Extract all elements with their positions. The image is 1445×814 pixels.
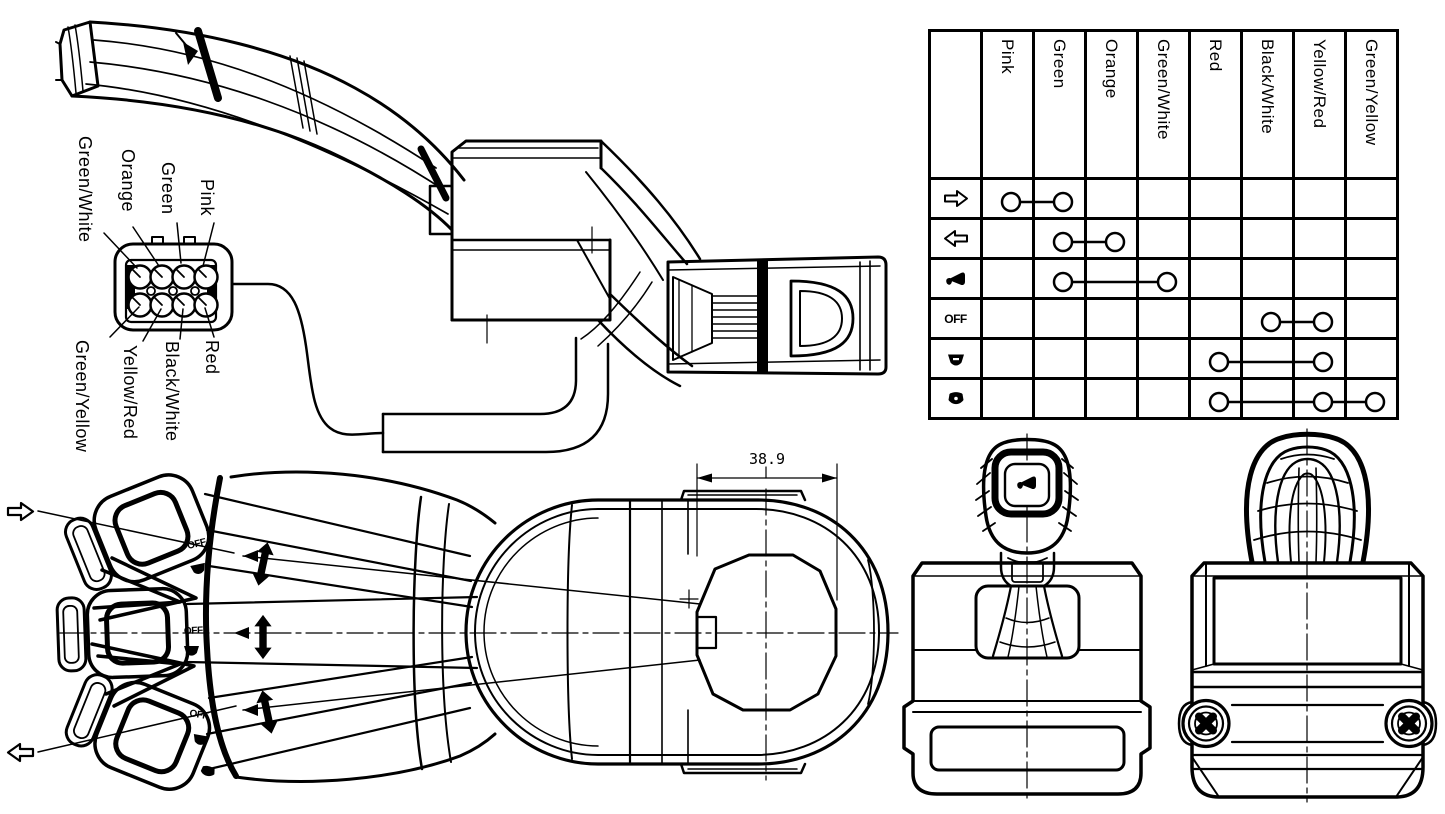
handlebar-clamp-hole bbox=[695, 553, 838, 712]
switch-rear-view bbox=[1177, 428, 1438, 803]
column-header-orange: Orange bbox=[1087, 32, 1139, 180]
column-header-red: Red bbox=[1191, 32, 1243, 180]
connector-pins bbox=[127, 264, 219, 318]
lever-knob-up-position bbox=[64, 473, 211, 591]
connector-diagram bbox=[103, 222, 234, 342]
wire-label-black-white: Black/White bbox=[162, 341, 182, 442]
wire-label-yellow-red: Yellow/Red bbox=[120, 345, 140, 440]
row-icon-cell bbox=[931, 340, 983, 380]
row-icon-cell: OFF bbox=[931, 300, 983, 340]
wire-label-red: Red bbox=[202, 340, 222, 375]
wire-label-orange: Orange bbox=[118, 149, 138, 213]
off-position-label: OFF bbox=[184, 625, 203, 637]
screw-left bbox=[1181, 698, 1231, 749]
position-lamp-icon bbox=[184, 646, 199, 656]
horn-icon bbox=[1017, 476, 1036, 490]
off-position-label: OFF bbox=[186, 537, 207, 552]
off-position-label: OFF bbox=[188, 708, 209, 722]
row-icon-cell bbox=[931, 380, 983, 420]
position-lamp-icon bbox=[193, 733, 209, 745]
headlamp-icon bbox=[200, 765, 215, 777]
switch-front-view bbox=[902, 433, 1152, 800]
position-lamp-icon bbox=[947, 354, 964, 365]
switch-body-side-view bbox=[428, 139, 888, 388]
wire-label-pink: Pink bbox=[197, 179, 217, 217]
turn-left-arrow-icon bbox=[6, 742, 35, 763]
column-header-green: Green bbox=[1035, 32, 1087, 180]
wiring-connection-table: Pink Green Orange Green/White Red Black/… bbox=[928, 29, 1399, 420]
off-label: OFF bbox=[944, 311, 967, 326]
column-header-black-white: Black/White bbox=[1243, 32, 1295, 180]
wire-label-green: Green bbox=[158, 162, 178, 215]
column-header-pink: Pink bbox=[983, 32, 1035, 180]
lever-knob-down-position bbox=[64, 673, 212, 791]
turn-right-arrow-icon bbox=[943, 190, 968, 207]
row-icon-cell bbox=[931, 180, 983, 220]
up-down-arrow-icon bbox=[254, 614, 272, 660]
stalk-marker-icon bbox=[183, 42, 198, 65]
up-down-arrow-icon bbox=[252, 542, 274, 586]
wire-label-green-yellow: Green/Yellow bbox=[72, 340, 92, 453]
table-corner-cell bbox=[931, 32, 983, 180]
headlamp-icon bbox=[948, 392, 963, 405]
position-lamp-icon bbox=[190, 562, 205, 574]
column-header-green-white: Green/White bbox=[1139, 32, 1191, 180]
up-down-arrow-icon bbox=[256, 690, 278, 734]
turn-right-arrow-icon bbox=[6, 501, 35, 522]
position-pointer-down bbox=[243, 704, 258, 716]
position-pointer-up bbox=[243, 550, 258, 562]
row-icon-cell bbox=[931, 260, 983, 300]
wire-harness bbox=[230, 282, 610, 454]
dimension-value: 38.9 bbox=[749, 450, 785, 468]
turn-left-arrow-icon bbox=[943, 230, 968, 247]
switch-bottom-view: 38.9 bbox=[59, 450, 899, 781]
screw-right bbox=[1384, 698, 1434, 749]
column-header-green-yellow: Green/Yellow bbox=[1347, 32, 1399, 180]
switch-top-view: OFF OFF OFF bbox=[6, 470, 701, 791]
row-icon-cell bbox=[931, 220, 983, 260]
wire-label-green-white: Green/White bbox=[75, 136, 95, 243]
horn-icon bbox=[945, 271, 965, 285]
column-header-yellow-red: Yellow/Red bbox=[1295, 32, 1347, 180]
lever-side-view bbox=[55, 20, 466, 232]
